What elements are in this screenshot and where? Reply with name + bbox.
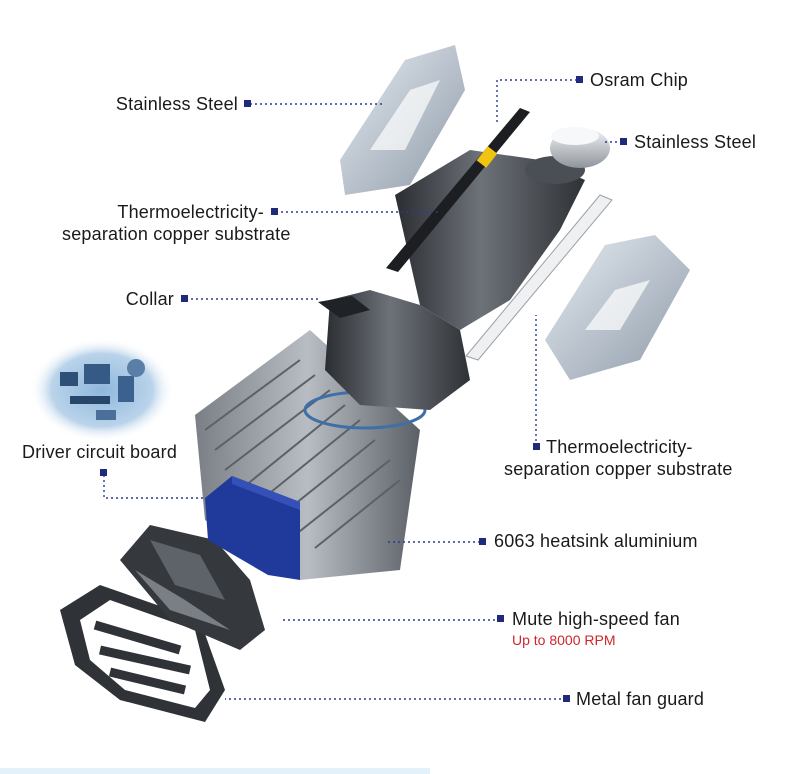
label-thermo-left-line2: separation copper substrate	[62, 224, 291, 244]
bottom-strip	[0, 768, 430, 774]
label-stainless-steel-right: Stainless Steel	[634, 132, 757, 152]
circuit-board-photo	[30, 338, 174, 442]
label-thermo-left-line1: Thermoelectricity-	[117, 202, 264, 222]
driver-board	[205, 476, 300, 580]
label-driver-circuit-board: Driver circuit board	[22, 442, 178, 462]
stainless-steel-bracket-left	[340, 45, 465, 195]
stainless-steel-cap	[550, 127, 610, 168]
label-collar: Collar	[125, 289, 174, 309]
label-fan-guard: Metal fan guard	[576, 689, 705, 709]
lamp-body	[318, 150, 585, 410]
osram-chip-strip	[386, 108, 530, 272]
copper-substrate-strip	[465, 194, 613, 361]
label-fan-rpm: Up to 8000 RPM	[512, 632, 616, 648]
label-fan: Mute high-speed fan	[512, 609, 680, 629]
leader-lines	[100, 76, 627, 702]
fan	[120, 525, 265, 650]
label-thermo-right-line1: Thermoelectricity-	[546, 437, 693, 457]
label-heatsink: 6063 heatsink aluminium	[494, 531, 698, 551]
label-osram-chip: Osram Chip	[590, 70, 689, 90]
label-stainless-steel-left: Stainless Steel	[115, 94, 238, 114]
label-thermo-right-line2: separation copper substrate	[504, 459, 733, 479]
stainless-steel-bracket-right	[545, 235, 690, 380]
